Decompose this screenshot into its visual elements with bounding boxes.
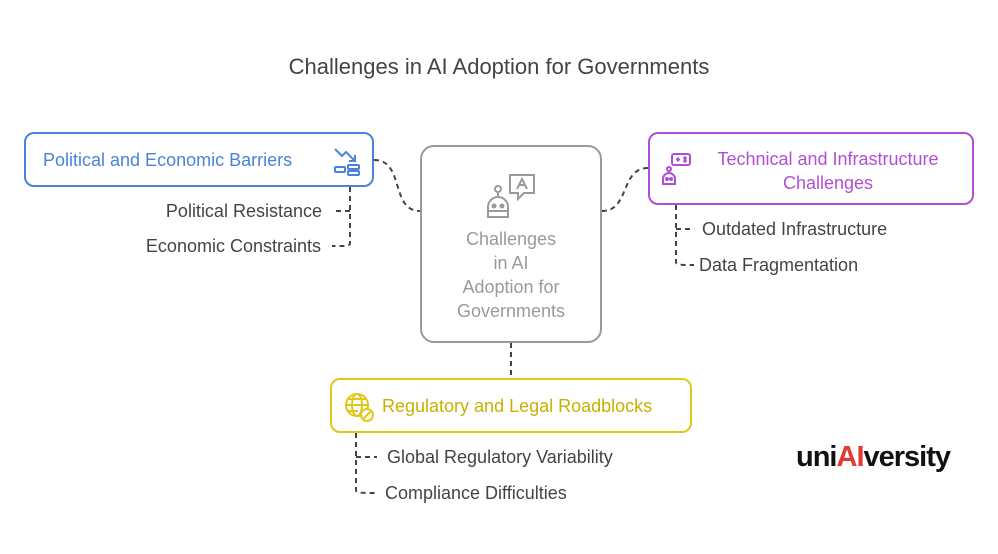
political-item-2: Economic Constraints [145, 236, 321, 256]
technical-label-line-2: Challenges [782, 173, 874, 193]
regulatory-legal-box: Regulatory and Legal Roadblocks [330, 378, 692, 433]
connector-technical [601, 167, 649, 212]
political-economic-box: Political and Economic Barriers [24, 132, 374, 187]
regulatory-legal-label: Regulatory and Legal Roadblocks [382, 396, 653, 416]
central-topic-label: Challenges in AI Adoption for Government… [422, 227, 600, 323]
logo-suffix: versity [863, 441, 952, 473]
logo-prefix: uni [796, 441, 837, 473]
connector-regulatory-items [355, 433, 378, 494]
connector-technical-items [675, 205, 695, 266]
political-item-1: Political Resistance [165, 201, 322, 221]
technical-infrastructure-box: Technical and Infrastructure Challenges [648, 132, 974, 205]
center-line-2: in AI [493, 253, 529, 273]
technical-label-line-1: Technical and Infrastructure [717, 149, 939, 169]
technical-item-1: Outdated Infrastructure [702, 219, 888, 239]
brand-logo: uniAIversity [796, 441, 952, 474]
center-line-3: Adoption for [462, 277, 560, 297]
logo-highlight: AI [836, 441, 865, 473]
connector-political [373, 159, 421, 212]
connector-political-items [331, 187, 351, 247]
falling-coins-icon [331, 145, 363, 182]
technical-infrastructure-label: Technical and Infrastructure Challenges [698, 147, 958, 195]
center-line-4: Governments [456, 301, 566, 321]
globe-blocked-icon [343, 391, 375, 428]
central-topic-box: Challenges in AI Adoption for Government… [420, 145, 602, 343]
regulatory-item-2: Compliance Difficulties [385, 483, 567, 503]
center-line-1: Challenges [465, 229, 557, 249]
diagram-title: Challenges in AI Adoption for Government… [288, 54, 710, 79]
regulatory-item-1: Global Regulatory Variability [387, 447, 613, 467]
robot-chat-icon [486, 169, 542, 228]
political-economic-label: Political and Economic Barriers [43, 150, 293, 170]
robot-controller-icon [661, 152, 693, 191]
technical-item-2: Data Fragmentation [699, 255, 859, 275]
